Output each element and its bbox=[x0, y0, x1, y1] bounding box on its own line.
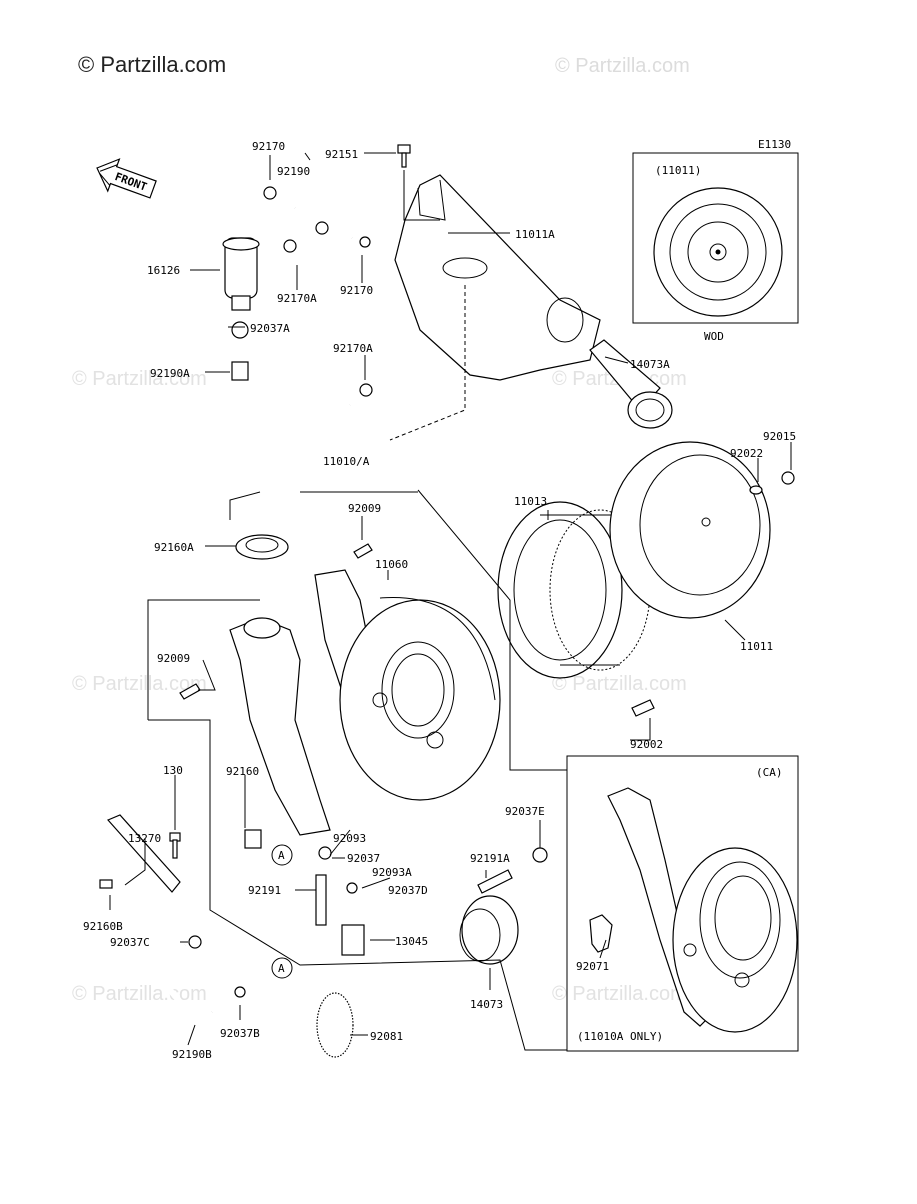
part-label: 92190B bbox=[172, 1048, 212, 1061]
part-label: 11011 bbox=[740, 640, 773, 653]
grommet-92160 bbox=[244, 829, 262, 849]
filter-element-11013 bbox=[497, 501, 651, 679]
clip-92170 bbox=[359, 236, 371, 248]
part-label: 92009 bbox=[157, 652, 190, 665]
part-label: 92093A bbox=[372, 866, 412, 879]
ca-panel-caption: (11010A ONLY) bbox=[577, 1030, 663, 1043]
air-cleaner-cover bbox=[394, 174, 601, 381]
watermark-faint: © Partzilla.com bbox=[555, 55, 690, 77]
pin-92191a bbox=[477, 869, 513, 894]
part-label: 92037D bbox=[388, 884, 428, 897]
part-label: 92170A bbox=[277, 292, 317, 305]
part-label: 92037E bbox=[505, 805, 545, 818]
callout-a: A bbox=[278, 849, 285, 862]
front-arrow: FRONT bbox=[96, 158, 157, 199]
clamp-92037b bbox=[234, 986, 246, 998]
ring-92081 bbox=[316, 992, 354, 1058]
callout-a-bottom: A bbox=[271, 957, 293, 979]
part-label: 92191A bbox=[470, 852, 510, 865]
part-label: 92037C bbox=[110, 936, 150, 949]
part-label: 92170 bbox=[252, 140, 285, 153]
part-label: 11010/A bbox=[323, 455, 370, 468]
watermark-faint: © Partzilla.com bbox=[72, 368, 207, 390]
part-label: 92170 bbox=[340, 284, 373, 297]
part-label: 11013 bbox=[514, 495, 547, 508]
watermark-faint: © Partzilla.com bbox=[552, 673, 687, 695]
cover-11011 bbox=[609, 441, 771, 619]
part-label: 92009 bbox=[348, 502, 381, 515]
washer-92022 bbox=[749, 485, 763, 495]
diagram-code: E1130 bbox=[758, 138, 791, 151]
wod-panel-caption: WOD bbox=[704, 330, 724, 343]
clip-92170a bbox=[283, 239, 297, 253]
watermark-faint: © Partzilla.com bbox=[72, 673, 207, 695]
backplate-11060 bbox=[314, 569, 501, 801]
part-label: 92002 bbox=[630, 738, 663, 751]
part-label: 92081 bbox=[370, 1030, 403, 1043]
bracket-13270 bbox=[106, 814, 181, 893]
part-label: 92160A bbox=[154, 541, 194, 554]
clip-92037d bbox=[346, 882, 358, 894]
clip-92037a bbox=[231, 321, 249, 339]
valve-16126 bbox=[222, 237, 260, 311]
part-label: 92160B bbox=[83, 920, 123, 933]
bolt-130 bbox=[169, 832, 181, 859]
part-label: 92093 bbox=[333, 832, 366, 845]
pin-92191 bbox=[315, 874, 327, 926]
wod-panel-header: (11011) bbox=[655, 164, 701, 177]
part-label: 13270 bbox=[128, 832, 161, 845]
duct-11010a bbox=[229, 617, 331, 836]
cap-14073 bbox=[459, 895, 519, 965]
part-label: 16126 bbox=[147, 264, 180, 277]
nut-92015 bbox=[781, 471, 795, 485]
part-label: 130 bbox=[163, 764, 183, 777]
part-label: 92071 bbox=[576, 960, 609, 973]
bolt-92009-top bbox=[353, 543, 373, 559]
part-label: 92151 bbox=[325, 148, 358, 161]
part-13045 bbox=[341, 924, 365, 956]
grommet-92160a bbox=[235, 534, 289, 560]
part-label: 92160 bbox=[226, 765, 259, 778]
clamp-92037e bbox=[532, 847, 548, 863]
hose-92190a bbox=[231, 361, 352, 438]
bolt-92002 bbox=[631, 699, 655, 717]
clamp-92037 bbox=[318, 846, 332, 860]
watermark-faint: © Partzilla.com bbox=[72, 983, 207, 1005]
part-label: 92037B bbox=[220, 1027, 260, 1040]
watermark-main: © Partzilla.com bbox=[78, 52, 226, 77]
part-label: 92037A bbox=[250, 322, 290, 335]
clip-92170a-b bbox=[359, 383, 373, 397]
ca-panel: (CA) (11010A ONLY) bbox=[566, 755, 799, 1052]
part-label: 92022 bbox=[730, 447, 763, 460]
bolt-92151 bbox=[397, 144, 411, 168]
callout-a: A bbox=[278, 962, 285, 975]
part-label: 92037 bbox=[347, 852, 380, 865]
part-label: 92190 bbox=[277, 165, 310, 178]
part-label: 92191 bbox=[248, 884, 281, 897]
watermark-faint: © Partzilla.com bbox=[552, 983, 687, 1005]
ca-panel-header: (CA) bbox=[756, 766, 783, 779]
clip-92170-top bbox=[263, 186, 277, 200]
part-label: 11060 bbox=[375, 558, 408, 571]
part-label: 92170A bbox=[333, 342, 373, 355]
part-label: 13045 bbox=[395, 935, 428, 948]
part-label: 92190A bbox=[150, 367, 190, 380]
part-label: 14073 bbox=[470, 998, 503, 1011]
part-label: 11011A bbox=[515, 228, 555, 241]
callout-a-top: A bbox=[271, 844, 293, 866]
part-label: 14073A bbox=[630, 358, 670, 371]
clip-92037c bbox=[188, 935, 202, 949]
wod-panel: (11011) WOD bbox=[632, 152, 799, 343]
part-label: 92015 bbox=[763, 430, 796, 443]
